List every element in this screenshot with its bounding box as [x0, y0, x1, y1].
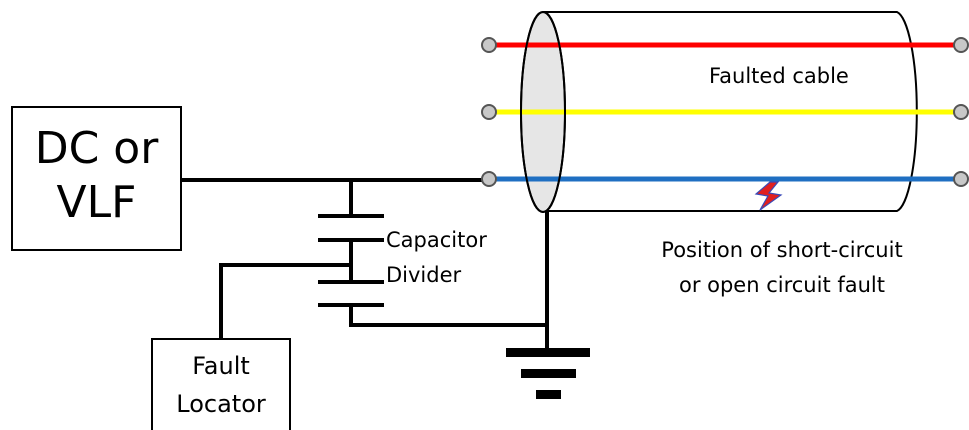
- source-box-label: DC or VLF: [12, 122, 181, 230]
- fault-position-line1: Position of short-circuit: [661, 238, 903, 262]
- source-box: [11, 106, 182, 251]
- lightning-fault-icon: [754, 181, 783, 211]
- wiring: [181, 178, 549, 352]
- fault-locator-line1: Fault: [192, 352, 250, 380]
- terminal-icon: [481, 104, 497, 120]
- capacitor-label-line1: Capacitor: [386, 228, 487, 252]
- terminal-icon: [481, 37, 497, 53]
- terminal-icon: [953, 37, 969, 53]
- fault-position-label: Position of short-circuit or open circui…: [632, 233, 932, 303]
- cable-end-cap-outline: [520, 11, 566, 213]
- capacitor-label-line2: Divider: [386, 263, 462, 287]
- ground-symbol-icon: [506, 348, 590, 399]
- fault-locator-label: Fault Locator: [152, 347, 290, 423]
- fault-locator-line2: Locator: [176, 390, 266, 418]
- terminal-icon: [953, 104, 969, 120]
- terminals: [481, 37, 969, 187]
- fault-position-line2: or open circuit fault: [678, 273, 886, 297]
- source-label-line1: DC or: [34, 123, 159, 174]
- source-label-line2: VLF: [56, 177, 137, 228]
- capacitor-plates: [318, 214, 384, 307]
- terminal-icon: [953, 171, 969, 187]
- fault-locator-box: [151, 338, 291, 430]
- terminal-icon: [481, 171, 497, 187]
- cable-label: Faulted cable: [709, 64, 849, 88]
